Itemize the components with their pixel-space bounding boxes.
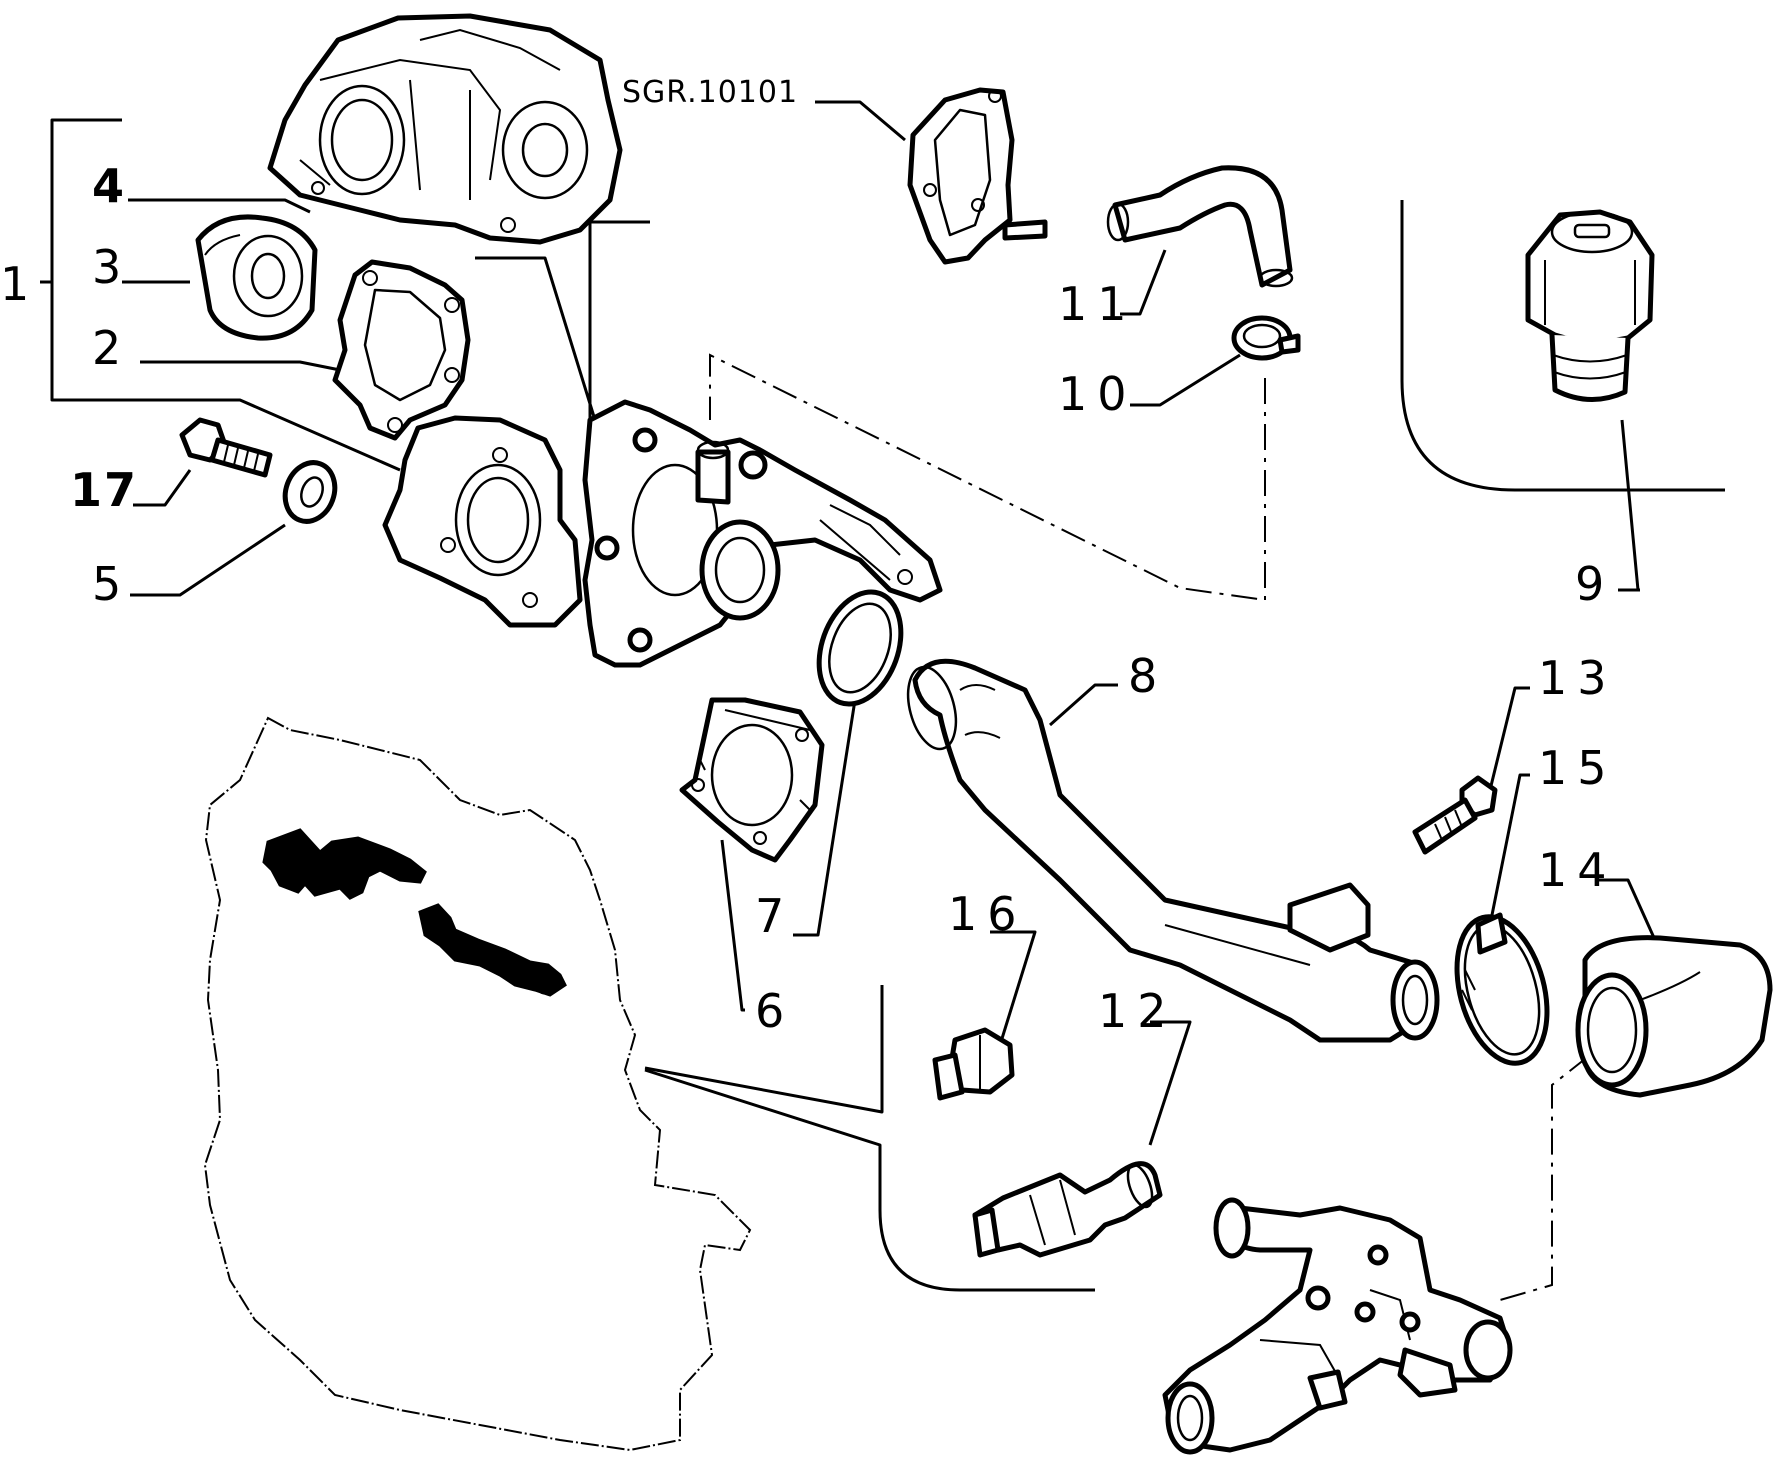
callout-5: 5	[92, 557, 131, 611]
coolant-fitting	[972, 1161, 1163, 1258]
engine-block-outline	[203, 716, 752, 1452]
hose-clamp-large	[1454, 912, 1550, 1066]
gasket	[332, 259, 471, 441]
rubber-hose	[1575, 935, 1773, 1098]
cover-plate	[907, 87, 1048, 265]
drain-plug	[932, 1027, 1015, 1101]
leader-lines	[40, 100, 1725, 1301]
o-ring	[816, 589, 904, 707]
callout-13: 13	[1538, 651, 1617, 705]
callout-11: 11	[1058, 277, 1137, 331]
washer	[282, 460, 338, 524]
bypass-hose	[1106, 165, 1294, 288]
callout-1: 1	[0, 257, 39, 311]
temperature-sensor	[1525, 209, 1655, 403]
callout-15: 15	[1538, 741, 1617, 795]
bolt	[179, 417, 273, 478]
callout-8: 8	[1128, 649, 1167, 703]
callout-17: 17	[70, 463, 138, 517]
thermostat-housing	[1162, 1197, 1513, 1455]
callout-2: 2	[92, 321, 131, 375]
water-pump-body	[382, 399, 943, 668]
callout-14: 14	[1538, 843, 1617, 897]
bolt-small	[1412, 775, 1498, 855]
coolant-pipe	[906, 658, 1440, 1043]
callout-labels: 1 2 3 4 5 6 7 8 9 10 11 12 13 14 15 16 1…	[0, 75, 1617, 1038]
callout-10: 10	[1058, 367, 1137, 421]
callout-6: 6	[755, 984, 794, 1038]
callout-12: 12	[1098, 984, 1177, 1038]
water-pump-housing	[267, 13, 623, 245]
flange-gasket	[679, 697, 825, 863]
callout-7: 7	[755, 889, 794, 943]
callout-9: 9	[1575, 557, 1614, 611]
pump-bushing	[195, 214, 318, 341]
hose-clamp-small	[1231, 315, 1301, 361]
callout-16: 16	[948, 887, 1027, 941]
callout-4: 4	[92, 159, 126, 213]
reference-label: SGR.10101	[622, 75, 798, 110]
callout-3: 3	[92, 240, 131, 294]
